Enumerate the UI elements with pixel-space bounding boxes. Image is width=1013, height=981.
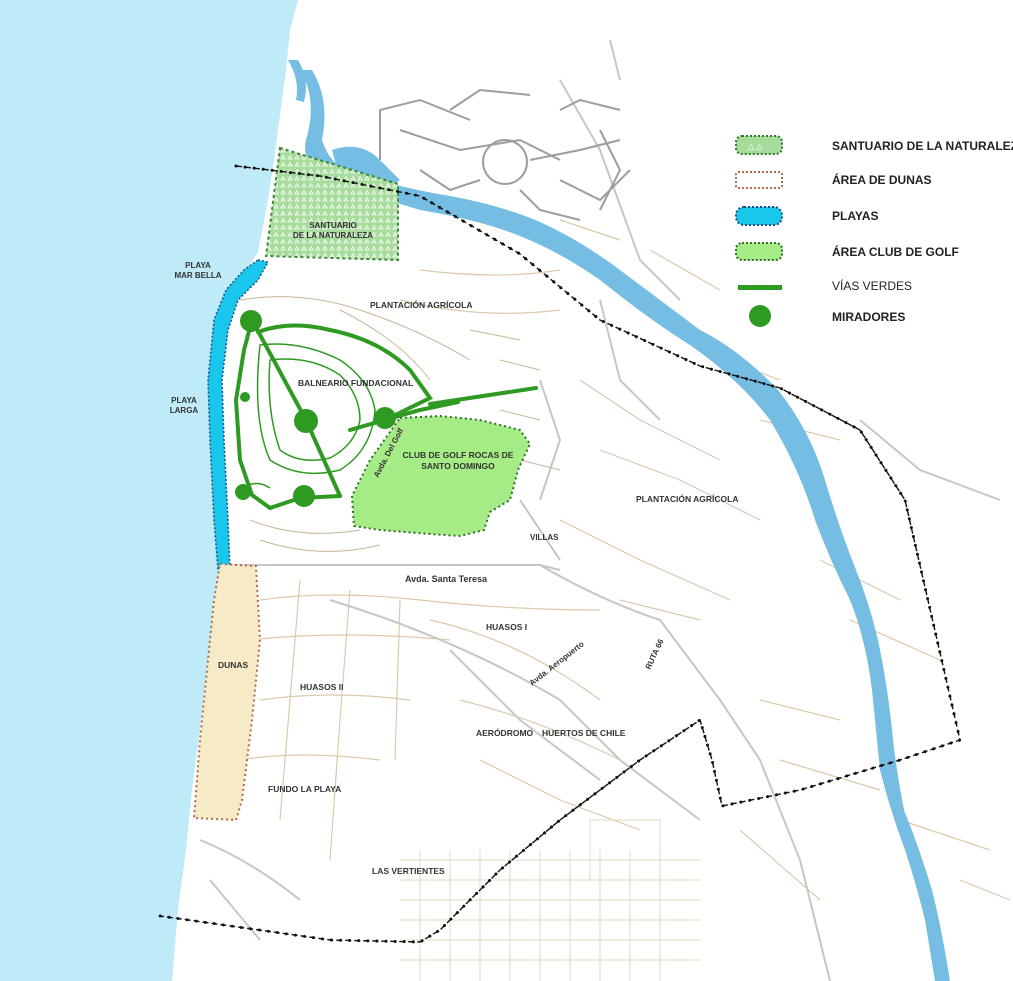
label-plantacion-agricola-north: PLANTACIÓN AGRÍCOLA xyxy=(370,299,472,310)
label-fundo-la-playa: FUNDO LA PLAYA xyxy=(268,784,341,794)
legend-label-golf: ÁREA CLUB DE GOLF xyxy=(832,244,959,259)
label-balneario-fundacional: BALNEARIO FUNDACIONAL xyxy=(298,378,413,388)
urban-streets xyxy=(379,88,631,221)
label-playa-mar-bella-line2: MAR BELLA xyxy=(174,271,221,280)
label-huertos-de-chile: HUERTOS DE CHILE xyxy=(542,728,626,738)
viewpoint-marker xyxy=(240,310,262,332)
green-ways xyxy=(233,318,538,511)
sanctuary-area xyxy=(264,146,399,262)
legend-label-dunes: ÁREA DE DUNAS xyxy=(832,172,932,187)
map-legend: △ △ SANTUARIO DE LA NATURALEZA ÁREA DE D… xyxy=(735,135,1013,327)
river-branch xyxy=(288,60,306,102)
boundary-line xyxy=(158,164,962,944)
label-las-vertientes: LAS VERTIENTES xyxy=(372,866,445,876)
dunes-area xyxy=(192,562,262,822)
sanctuary-swatch-glyph: △ △ xyxy=(748,142,763,151)
legend-label-green-ways: VÍAS VERDES xyxy=(832,278,912,293)
label-avda-santa-teresa: Avda. Santa Teresa xyxy=(405,574,488,584)
label-huasos-i: HUASOS I xyxy=(486,622,527,632)
balneario-streets xyxy=(239,296,561,552)
label-aerodromo: AERÓDROMO xyxy=(476,727,534,738)
road-network xyxy=(199,39,1001,981)
label-ruta-66: RUTA 66 xyxy=(644,637,666,671)
label-avda-aeropuerto: Avda. Aeropuerto xyxy=(528,639,586,687)
beach-strip xyxy=(207,259,270,571)
viewpoint-marker xyxy=(374,407,396,429)
golf-area xyxy=(350,414,532,538)
ocean-area xyxy=(0,0,298,981)
label-santuario-line2: DE LA NATURALEZA xyxy=(293,231,373,240)
golf-swatch xyxy=(735,242,783,261)
label-huasos-ii: HUASOS II xyxy=(300,682,343,692)
label-villas: VILLAS xyxy=(530,533,559,542)
parcel-grid xyxy=(400,819,700,981)
label-club-golf-line2: SANTO DOMINGO xyxy=(421,461,495,471)
label-playa-larga-line2: LARGA xyxy=(170,406,199,415)
viewpoint-marker xyxy=(235,484,251,500)
river xyxy=(300,70,950,981)
dunes-swatch xyxy=(735,171,783,189)
label-plantacion-agricola-east: PLANTACIÓN AGRÍCOLA xyxy=(636,493,738,504)
viewpoints xyxy=(235,310,396,507)
viewpoint-marker xyxy=(294,409,318,433)
viewpoint-marker xyxy=(293,485,315,507)
beach-swatch xyxy=(735,206,783,226)
viewpoint-marker xyxy=(240,392,250,402)
legend-label-viewpoints: MIRADORES xyxy=(832,310,905,324)
legend-label-beaches: PLAYAS xyxy=(832,209,878,223)
viewpoint-swatch xyxy=(749,305,771,327)
sanctuary-swatch xyxy=(735,135,783,155)
label-dunas: DUNAS xyxy=(218,660,249,670)
label-playa-larga-line1: PLAYA xyxy=(171,396,197,405)
label-club-golf-line1: CLUB DE GOLF ROCAS DE xyxy=(403,450,514,460)
green-way-swatch xyxy=(738,285,782,290)
label-playa-mar-bella-line1: PLAYA xyxy=(185,261,211,270)
label-santuario-line1: SANTUARIO xyxy=(309,221,357,230)
legend-label-sanctuary: SANTUARIO DE LA NATURALEZA xyxy=(832,139,1013,153)
